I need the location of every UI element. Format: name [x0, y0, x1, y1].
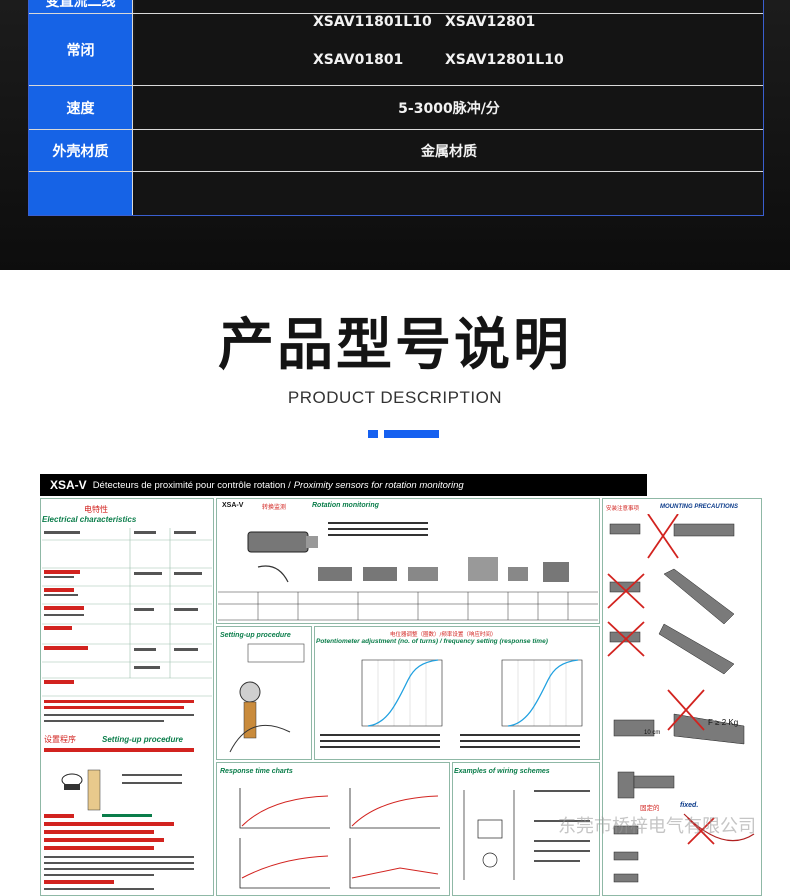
rotation-title-en: Rotation monitoring	[312, 502, 379, 509]
model-code: XSAV12801L10	[445, 52, 564, 68]
fixed-label-cn: 固定的	[640, 804, 660, 812]
spec-value	[135, 172, 763, 215]
spec-label: 常闭	[29, 14, 133, 85]
model-code: XSAV01801	[313, 52, 404, 68]
spec-models: XSAV11801L10 XSAV12801 XSAV01801 XSAV128…	[135, 14, 763, 85]
spec-row-speed: 速度 5-3000脉冲/分	[29, 85, 763, 129]
force-label: F ≥ 2 Kg	[708, 718, 739, 727]
rotation-title-cn: 转换监测	[262, 504, 287, 511]
rotation-model: XSA-V	[222, 502, 244, 509]
model-code: XSAV11801L10	[313, 14, 432, 30]
decor-bar	[384, 430, 439, 438]
fixed-label-en: fixed.	[680, 802, 699, 809]
setup-title-en: Setting-up procedure	[220, 632, 291, 639]
catalog-header-fr: Détecteurs de proximité pour contrôle ro…	[92, 479, 291, 491]
setup-title-en-left: Setting-up procedure	[102, 735, 183, 744]
spec-value: 金属材质	[135, 130, 763, 171]
setup-potentiometer-drawing	[229, 643, 305, 753]
electrical-title-cn: 电特性	[84, 505, 108, 514]
catalog-header-en: Proximity sensors for rotation monitorin…	[293, 479, 464, 491]
pot-charts	[320, 659, 583, 748]
spec-row-material: 外壳材质 金属材质	[29, 129, 763, 171]
rotation-drawings	[218, 522, 598, 621]
setup-drawings	[44, 748, 194, 890]
wiring-title-en: Examples of wiring schemes	[454, 768, 550, 775]
mounting-drawings	[607, 514, 755, 883]
spec-label: 外壳材质	[29, 130, 133, 171]
electrical-table-drawing	[42, 528, 212, 722]
watermark: 东莞市桥梓电气有限公司	[558, 816, 756, 837]
spec-table: 变直流二线 常闭 XSAV11801L10 XSAV12801 XSAV0180…	[28, 0, 764, 216]
wiring-diagrams	[463, 790, 590, 880]
decor-square	[368, 430, 378, 438]
electrical-title-en: Electrical characteristics	[42, 515, 137, 524]
catalog-model: XSA-V	[50, 478, 87, 492]
spec-value	[135, 0, 763, 13]
response-charts	[239, 788, 440, 889]
catalog-scan: XSA-V Détecteurs de proximité pour contr…	[40, 474, 762, 896]
spec-row-nc: 常闭 XSAV11801L10 XSAV12801 XSAV01801 XSAV…	[29, 13, 763, 85]
rotation-panel	[216, 498, 600, 624]
page-title: 产品型号说明	[218, 313, 572, 378]
spec-row-empty	[29, 171, 763, 215]
spec-label: 速度	[29, 86, 133, 129]
setup-title-cn-left: 设置程序	[44, 735, 76, 744]
mounting-title-cn: 安装注意事项	[606, 506, 640, 512]
spec-row-type: 变直流二线	[29, 0, 763, 13]
pot-title-en: Potentiometer adjustment (no. of turns) …	[316, 638, 548, 645]
distance-label: 10 cm	[644, 730, 661, 736]
catalog-header: XSA-V Détecteurs de proximité pour contr…	[40, 474, 647, 496]
page-subtitle: PRODUCT DESCRIPTION	[287, 388, 503, 407]
model-code: XSAV12801	[445, 14, 536, 30]
spec-value: 5-3000脉冲/分	[135, 86, 763, 129]
response-title-en: Response time charts	[220, 768, 293, 775]
setup-panel	[216, 626, 312, 760]
mounting-title-en: MOUNTING PRECAUTIONS	[660, 504, 738, 510]
spec-label: 变直流二线	[29, 0, 133, 13]
potentiometer-panel	[314, 626, 600, 760]
spec-band: 变直流二线 常闭 XSAV11801L10 XSAV12801 XSAV0180…	[0, 0, 790, 270]
pot-title-cn: 电位器调整（圈数）/频率设置（响应时间）	[390, 632, 497, 638]
spec-label	[29, 172, 133, 215]
